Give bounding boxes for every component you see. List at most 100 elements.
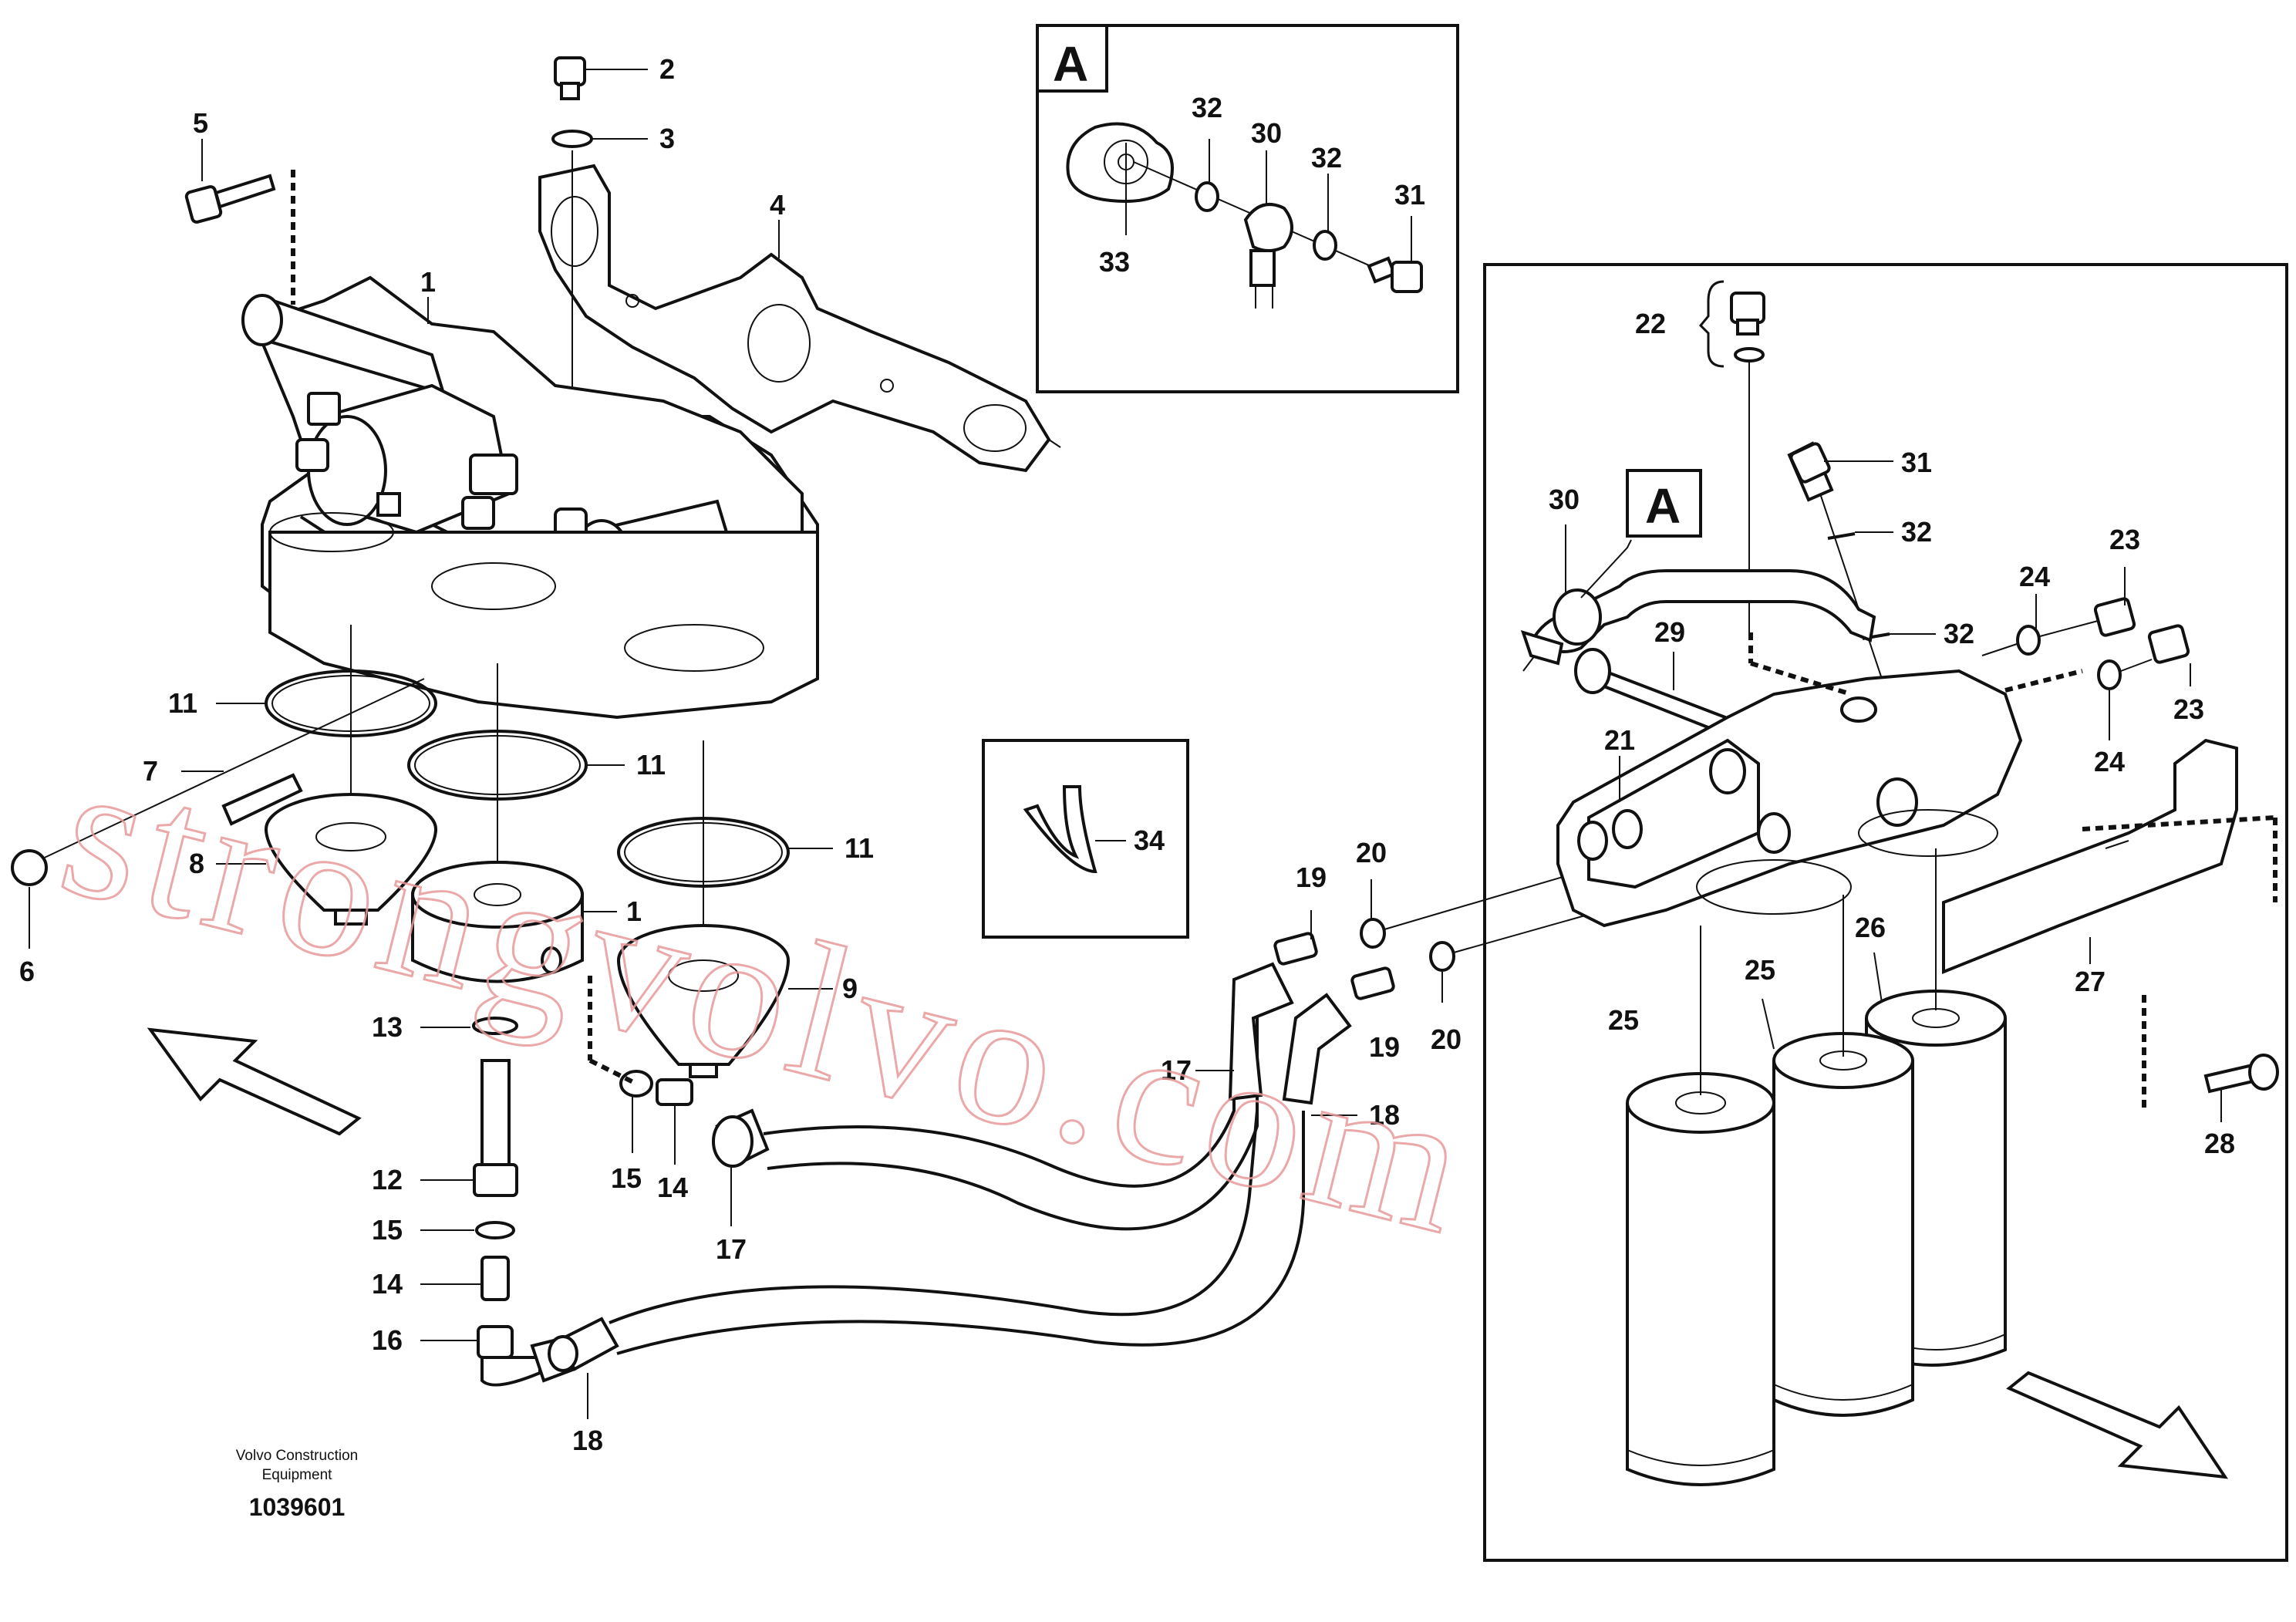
- washer-3: [551, 130, 593, 148]
- callout-15a: 15: [372, 1214, 403, 1246]
- filter-25b: [1772, 1032, 1914, 1417]
- callout-23a: 23: [2109, 524, 2140, 555]
- washer-32b: [1313, 230, 1337, 261]
- callout-15b: 15: [611, 1162, 642, 1194]
- callout-24b: 24: [2094, 746, 2125, 777]
- callout-9: 9: [842, 973, 858, 1004]
- callout-4: 4: [770, 189, 785, 221]
- caption-line2: Equipment: [262, 1467, 333, 1483]
- bolt-5: [184, 174, 276, 224]
- washer-32c: [1827, 532, 1856, 540]
- callout-30b: 30: [1549, 484, 1580, 515]
- callout-13: 13: [372, 1011, 403, 1043]
- plug-23a: [2093, 597, 2136, 637]
- callout-26: 26: [1855, 912, 1886, 943]
- hose-18b: [1282, 993, 1352, 1105]
- callout-24a: 24: [2019, 561, 2050, 592]
- callout-18b: 18: [1369, 1099, 1400, 1131]
- callout-16: 16: [372, 1324, 403, 1356]
- elbow-16: [477, 1325, 514, 1359]
- callout-17a: 17: [716, 1233, 747, 1265]
- adapter-19a: [1273, 932, 1318, 966]
- detail-box-letter: A: [1053, 36, 1088, 92]
- callout-21: 21: [1604, 724, 1635, 756]
- callout-22: 22: [1635, 308, 1666, 339]
- callout-14b: 14: [657, 1172, 688, 1203]
- detail-box-A: [1036, 24, 1459, 393]
- bracket-27: [1942, 738, 2238, 974]
- detail-box-A-label: [1036, 24, 1108, 93]
- cone-9: [617, 924, 790, 1078]
- callout-23b: 23: [2173, 693, 2204, 725]
- callout-7: 7: [143, 755, 158, 787]
- callout-32a: 32: [1192, 92, 1222, 123]
- callout-11b: 11: [636, 749, 666, 781]
- caption-line1: Volvo Construction: [236, 1448, 358, 1464]
- callout-18a: 18: [572, 1425, 603, 1456]
- callout-5: 5: [193, 107, 208, 139]
- callout-1b: 1: [626, 895, 642, 927]
- filter-25a: [1626, 1072, 1775, 1486]
- plug-22: [1730, 292, 1765, 324]
- washer-20a: [1360, 918, 1386, 949]
- washer-15a: [475, 1221, 515, 1239]
- plug-2: [554, 56, 586, 86]
- hose-17a-nut: [712, 1115, 754, 1168]
- nipple-14a: [480, 1256, 510, 1301]
- detail-box-34: [982, 739, 1189, 939]
- callout-6: 6: [19, 956, 35, 987]
- callout-20b: 20: [1431, 1023, 1462, 1055]
- plug-23b: [2147, 624, 2190, 664]
- callout-1: 1: [420, 266, 436, 298]
- tube-12: [480, 1059, 511, 1166]
- washer-20b: [1429, 941, 1455, 972]
- washer-32a: [1195, 181, 1219, 212]
- washer-24a: [2016, 625, 2041, 656]
- callout-20a: 20: [1356, 837, 1387, 868]
- callout-14a: 14: [372, 1268, 403, 1300]
- arrow-left: [147, 1027, 362, 1136]
- callout-31b: 31: [1901, 447, 1932, 478]
- ref-A-box: [1626, 469, 1702, 538]
- callout-29: 29: [1654, 616, 1685, 648]
- callout-11a: 11: [168, 687, 197, 719]
- callout-32d: 32: [1944, 618, 1974, 649]
- callout-2: 2: [659, 53, 675, 85]
- pipe-30: [1532, 569, 1876, 653]
- leader-lines: [29, 69, 2222, 1419]
- callout-31a: 31: [1394, 179, 1425, 211]
- callout-33: 33: [1099, 246, 1130, 278]
- callout-8: 8: [189, 848, 204, 879]
- callout-25a: 25: [1608, 1004, 1639, 1036]
- o-ring-13: [472, 1017, 518, 1035]
- washer-24b: [2097, 659, 2122, 690]
- callout-25b: 25: [1745, 954, 1775, 986]
- callout-17b: 17: [1161, 1054, 1192, 1086]
- callout-30a: 30: [1251, 117, 1282, 149]
- callout-19a: 19: [1296, 862, 1327, 893]
- callout-32c: 32: [1901, 516, 1932, 548]
- hose-17b: [1228, 962, 1294, 1101]
- callout-28: 28: [2204, 1128, 2235, 1159]
- banjo-fitting-30: [1243, 203, 1293, 252]
- detail-box-filters: [1483, 263, 2288, 1562]
- callout-27: 27: [2075, 966, 2106, 997]
- callout-11c: 11: [845, 832, 874, 864]
- caption-number: 1039601: [249, 1493, 346, 1521]
- callout-12: 12: [372, 1164, 403, 1195]
- callout-labels: 2 3 5 1 4 11 11 11 7 8 6 1 9 13 12 15 14…: [19, 53, 2235, 1456]
- callout-19b: 19: [1369, 1031, 1400, 1063]
- callout-3: 3: [659, 123, 675, 154]
- callout-34: 34: [1134, 824, 1165, 856]
- arrow-right: [2006, 1371, 2229, 1479]
- adapter-19b: [1350, 966, 1395, 1000]
- callout-32b: 32: [1311, 142, 1342, 174]
- canister-1b: [411, 861, 584, 983]
- banjo-union-33: [1066, 122, 1174, 203]
- cable-tie-34: [1023, 785, 1097, 874]
- bolt-head-6: [11, 849, 48, 886]
- left-assembly: [184, 56, 1061, 720]
- ref-A-letter: A: [1645, 478, 1681, 534]
- cone-8: [265, 793, 437, 926]
